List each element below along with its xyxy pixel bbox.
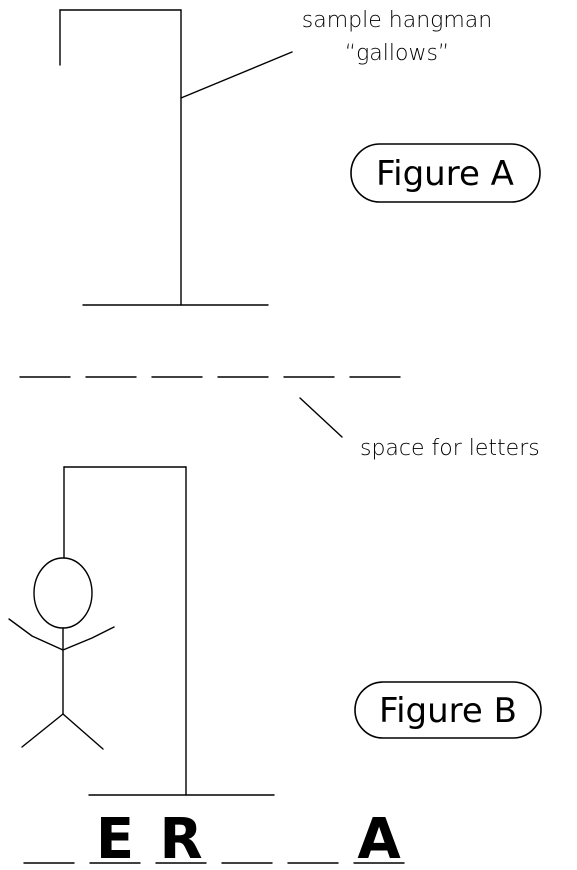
guessed-letter: E xyxy=(96,807,134,870)
space-for-letters-annotation: space for letters xyxy=(360,436,540,461)
gallows-callout-line xyxy=(180,51,293,99)
stick-figure-left-leg xyxy=(21,713,64,748)
letters-callout-line xyxy=(299,397,343,438)
stick-figure xyxy=(8,557,115,750)
guessed-letter: R xyxy=(159,807,202,870)
figure-b: Figure B E R A xyxy=(8,466,542,870)
figure-a-gallows xyxy=(59,9,269,306)
figure-a: sample hangman “gallows” Figure A space … xyxy=(19,8,541,461)
stick-figure-head xyxy=(33,557,93,629)
gallows-annotation-line2: “gallows” xyxy=(345,41,450,66)
figure-b-letter-slots: E R A xyxy=(23,807,405,870)
figure-b-label: Figure B xyxy=(379,691,517,731)
figure-a-badge xyxy=(350,143,541,203)
figure-b-badge xyxy=(354,681,542,739)
figure-a-label: Figure A xyxy=(376,154,514,194)
stick-figure-right-leg xyxy=(62,713,104,750)
figure-b-gallows xyxy=(63,466,275,796)
gallows-annotation-line1: sample hangman xyxy=(302,8,492,33)
stick-figure-right-arm xyxy=(62,626,115,651)
guessed-letter: A xyxy=(357,807,401,870)
stick-figure-left-arm xyxy=(8,618,64,651)
